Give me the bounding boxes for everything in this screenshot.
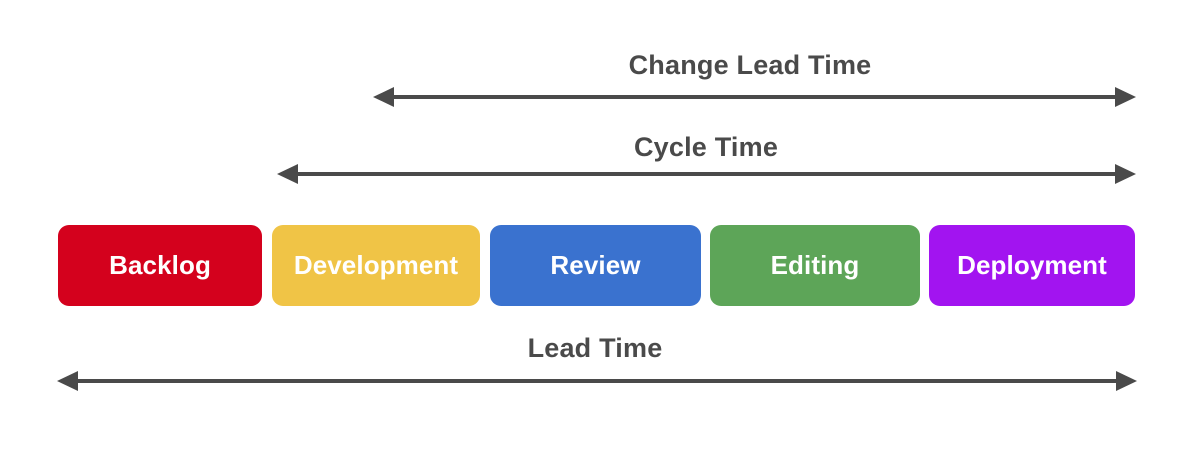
measure-arrow-lead-time (57, 371, 1137, 391)
measure-arrow-cycle-time (277, 164, 1136, 184)
stage-label-review: Review (550, 250, 641, 280)
stage-label-deployment: Deployment (957, 250, 1107, 280)
stage-box-deployment[interactable]: Deployment (929, 225, 1135, 306)
arrow-head-left (57, 371, 78, 391)
arrow-head-right (1116, 371, 1137, 391)
arrow-head-right (1115, 87, 1136, 107)
stage-box-development[interactable]: Development (272, 225, 480, 306)
stage-box-backlog[interactable]: Backlog (58, 225, 262, 306)
stage-label-development: Development (293, 250, 459, 280)
stage-label-editing: Editing (770, 250, 860, 280)
stage-box-review[interactable]: Review (490, 225, 701, 306)
measure-arrow-change-lead-time (373, 87, 1136, 107)
measure-label-cycle-time: Cycle Time (633, 132, 779, 162)
stage-label-backlog: Backlog (109, 250, 211, 280)
stage-box-editing[interactable]: Editing (710, 225, 920, 306)
measure-label-change-lead-time: Change Lead Time (628, 50, 872, 80)
arrow-body-change-lead-time (373, 87, 1136, 107)
measure-label-lead-time: Lead Time (527, 333, 663, 363)
arrow-head-right (1115, 164, 1136, 184)
arrow-head-left (373, 87, 394, 107)
arrow-head-left (277, 164, 298, 184)
arrow-body-lead-time (57, 371, 1137, 391)
arrow-body-cycle-time (277, 164, 1136, 184)
stage-row: Backlog Development Review Editing Deplo… (0, 225, 1200, 306)
